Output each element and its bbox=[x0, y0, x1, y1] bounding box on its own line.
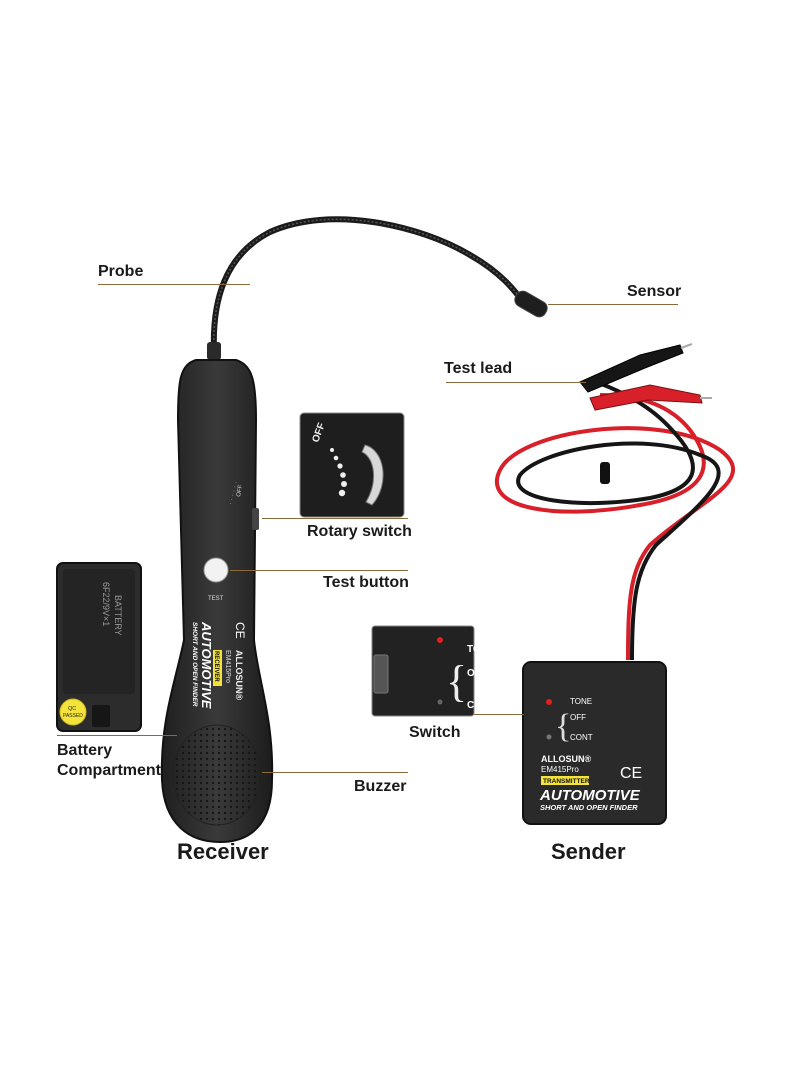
alligator-clip-icon-black bbox=[579, 343, 693, 393]
receiver-model: EM415Pro bbox=[224, 650, 231, 683]
receiver-badge: RECEIVER bbox=[213, 651, 219, 682]
label-buzzer: Buzzer bbox=[354, 778, 407, 795]
label-battery-line2: Compartment bbox=[57, 762, 162, 779]
switch-off: OFF bbox=[467, 668, 487, 679]
probe-gooseneck bbox=[210, 216, 528, 355]
switch-inset bbox=[371, 625, 475, 717]
receiver-body bbox=[160, 359, 274, 844]
label-test-button: Test button bbox=[323, 574, 409, 591]
switch-tone: TONE bbox=[467, 644, 495, 655]
rotary-inset-dots bbox=[330, 448, 347, 497]
alligator-clip-icon bbox=[589, 384, 712, 411]
label-switch: Switch bbox=[409, 724, 461, 741]
receiver-subtitle: SHORT AND OPEN FINDER bbox=[191, 622, 198, 707]
leader-switch bbox=[474, 714, 524, 715]
label-battery-line1: Battery bbox=[57, 742, 113, 759]
lead-wire-tie bbox=[600, 462, 610, 484]
sender-brand: ALLOSUN® bbox=[541, 754, 591, 764]
battery-latch bbox=[92, 705, 110, 727]
lead-red-wire bbox=[495, 393, 736, 661]
label-test-lead: Test lead bbox=[444, 360, 513, 377]
qc-line1: QC bbox=[68, 706, 76, 712]
sender-badge: TRANSMITTER bbox=[543, 778, 590, 785]
switch-cont: CONT bbox=[467, 700, 495, 711]
speaker-grille-icon bbox=[172, 724, 262, 826]
switch-brace: { bbox=[446, 657, 467, 706]
sensor-tip bbox=[514, 290, 548, 318]
sender-off: OFF bbox=[570, 713, 586, 722]
receiver-test-mark: TEST bbox=[208, 596, 224, 602]
sender-subtitle: SHORT AND OPEN FINDER bbox=[540, 803, 638, 812]
sender-led-red bbox=[546, 699, 552, 705]
rotary-knob bbox=[252, 508, 259, 530]
test-button bbox=[203, 557, 229, 583]
leader-probe bbox=[98, 284, 250, 285]
rotary-inset-wheel bbox=[361, 444, 384, 506]
receiver-badge-bg bbox=[213, 650, 222, 686]
receiver-title: AUTOMOTIVE bbox=[199, 621, 214, 709]
leader-buzzer bbox=[262, 772, 408, 773]
receiver-off-mark: OFF bbox=[236, 484, 244, 497]
leader-sensor bbox=[548, 304, 678, 305]
qc-line2: PASSED bbox=[63, 713, 83, 719]
receiver-brand: ALLOSUN® bbox=[234, 650, 244, 700]
sender-tone: TONE bbox=[570, 697, 592, 706]
probe-collar bbox=[207, 342, 221, 360]
led-indicator-icon bbox=[437, 637, 443, 643]
sender-cont: CONT bbox=[570, 733, 593, 742]
receiver-printing: ALLOSUN® EM415Pro RECEIVER AUTOMOTIVE SH… bbox=[191, 621, 247, 709]
led-indicator-icon-2 bbox=[437, 699, 443, 705]
lead-black-wire bbox=[516, 378, 721, 661]
battery-line2-text: 6F22/9V×1 bbox=[101, 582, 111, 626]
leader-rotary bbox=[262, 518, 408, 519]
battery-line1-text: BATTERY bbox=[113, 595, 123, 636]
label-rotary-switch: Rotary switch bbox=[307, 523, 412, 540]
sender-title: AUTOMOTIVE bbox=[539, 787, 641, 804]
sender-badge-bg bbox=[541, 776, 589, 785]
sender-model: EM415Pro bbox=[541, 765, 579, 774]
sender-ce: CE bbox=[620, 765, 642, 782]
label-sender: Sender bbox=[551, 839, 626, 864]
leader-test-lead bbox=[446, 382, 586, 383]
leader-test-button bbox=[230, 570, 408, 571]
sender-brace: { bbox=[555, 708, 571, 745]
leader-battery bbox=[57, 735, 177, 736]
sender-led-grey bbox=[546, 734, 552, 740]
label-receiver: Receiver bbox=[177, 839, 269, 864]
qc-sticker bbox=[59, 698, 87, 726]
switch-slider bbox=[373, 654, 389, 694]
receiver-ce: CE bbox=[233, 622, 247, 639]
label-probe: Probe bbox=[98, 263, 144, 280]
battery-cover-inner bbox=[63, 569, 135, 694]
label-sensor: Sensor bbox=[627, 283, 682, 300]
